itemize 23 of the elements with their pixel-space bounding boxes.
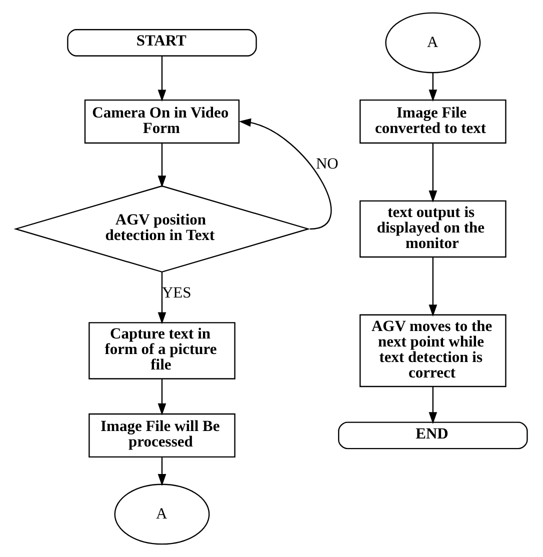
node-diamond: AGV position detection in Text (14, 185, 310, 273)
arrow (428, 257, 438, 317)
node-box: Camera On in Video Form (84, 99, 240, 144)
node-box: START (67, 29, 257, 56)
node-ellipse: A (114, 484, 210, 545)
node-box: text output is displayed on the monitor (360, 200, 506, 258)
node-box: Image File will Be processed (88, 413, 236, 458)
arrow (158, 378, 166, 416)
arrow (428, 386, 438, 424)
node-box: AGV moves to the next point while text detection is correct (360, 314, 506, 388)
edge-label: YES (162, 284, 192, 302)
arrow (238, 118, 332, 230)
arrow (158, 457, 166, 486)
edge-label: NO (316, 156, 338, 173)
node-box: Image File converted to text (360, 99, 506, 144)
arrow (158, 272, 166, 324)
node-ellipse: A (385, 12, 481, 74)
node-box: END (338, 422, 528, 450)
arrow (158, 56, 166, 102)
arrow (428, 72, 438, 102)
arrow (428, 144, 438, 202)
node-box: Capture text in form of a picture file (88, 322, 236, 380)
arrow (158, 144, 166, 188)
